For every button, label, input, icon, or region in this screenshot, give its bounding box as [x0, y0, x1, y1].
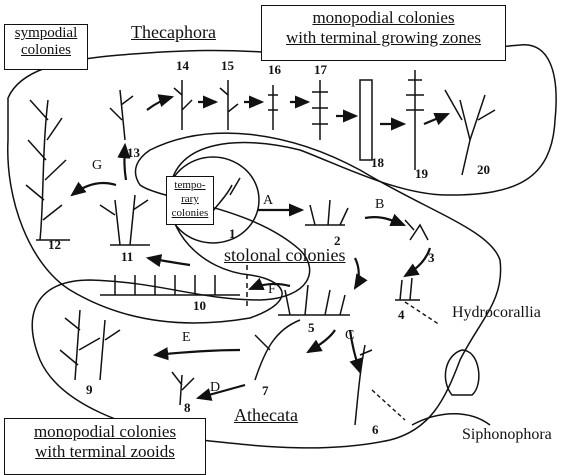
colony-sketch-4 — [395, 278, 420, 300]
transition-letter: B — [375, 197, 384, 213]
dashed-links — [372, 302, 440, 420]
colony-number: 2 — [334, 233, 341, 249]
transition-letter: D — [210, 380, 220, 396]
colony-sketch-15 — [220, 80, 238, 130]
colony-number: 17 — [314, 62, 327, 78]
temporary-line3: colonies — [167, 206, 213, 220]
colony-sketch-19 — [406, 70, 424, 170]
athecata-label: Athecata — [234, 405, 298, 426]
colony-number: 9 — [86, 382, 93, 398]
colony-sketch-6 — [355, 345, 372, 425]
transition-letter: G — [92, 158, 102, 174]
temporary-line2: rary — [167, 192, 213, 206]
colony-number: 10 — [193, 298, 206, 314]
colony-sketch-5 — [278, 285, 350, 315]
transition-letter: A — [263, 193, 273, 209]
temporary-line1: tempo- — [167, 178, 213, 192]
mono-growing-line1: monopodial colonies — [262, 8, 505, 28]
colony-number: 7 — [262, 383, 269, 399]
transition-letter: E — [182, 330, 191, 346]
arrow-19-20 — [424, 114, 448, 124]
sympodial-line1: sympodial — [5, 25, 87, 42]
mono-zooids-line1: monopodial colonies — [5, 422, 205, 442]
colony-number: 6 — [372, 422, 379, 438]
colony-number: 8 — [184, 400, 191, 416]
colony-number: 14 — [176, 58, 189, 74]
athecata-region-outline — [32, 133, 500, 448]
colony-number: 18 — [371, 155, 384, 171]
colony-number: 15 — [221, 58, 234, 74]
arrow-D — [198, 385, 245, 398]
arrow-11-13 — [124, 145, 126, 180]
stolonal-colonies-label: stolonal colonies — [224, 245, 345, 266]
arrow-2-5 — [355, 258, 359, 288]
thecaphora-label: Thecaphora — [131, 22, 216, 43]
colony-number: 11 — [121, 249, 133, 265]
colony-number: 12 — [48, 237, 61, 253]
mono-growing-line2: with terminal growing zones — [262, 28, 505, 48]
colony-sketch-16 — [268, 85, 278, 130]
monopodial-terminal-zooids-box: monopodial colonies with terminal zooids — [4, 418, 206, 475]
sympodial-colonies-box: sympodial colonies — [4, 24, 88, 70]
colony-sketch-12 — [26, 100, 70, 240]
arrow-E — [155, 350, 240, 355]
thecaphora-region-outline — [8, 45, 556, 323]
arrow-G — [72, 183, 116, 195]
monopodial-growing-zones-box: monopodial colonies with terminal growin… — [261, 5, 506, 61]
colony-number: 4 — [398, 307, 405, 323]
colony-number: 13 — [127, 145, 140, 161]
colony-sketch-13 — [110, 90, 133, 140]
colony-sketch-9 — [60, 310, 120, 380]
colony-sketch-10 — [100, 275, 240, 295]
siphonophora-label: Siphonophora — [462, 426, 552, 444]
colony-number: 5 — [308, 320, 315, 336]
colony-sketch-11 — [100, 195, 150, 245]
sympodial-line2: colonies — [5, 42, 87, 59]
transition-letter: C — [345, 328, 354, 344]
colony-number: 19 — [415, 166, 428, 182]
colony-number: 1 — [229, 226, 236, 242]
colony-number: 20 — [477, 162, 490, 178]
mono-zooids-line2: with terminal zooids — [5, 442, 205, 462]
hydrocorallia-label: Hydrocorallia — [452, 304, 541, 322]
colony-number: 16 — [268, 62, 281, 78]
colony-number: 3 — [428, 250, 435, 266]
dashed-link-hydrocorallia — [405, 302, 440, 325]
colony-sketch-7 — [255, 320, 300, 380]
colony-sketch-14 — [174, 80, 192, 130]
arrow-B — [365, 217, 404, 225]
transition-letter: F — [268, 282, 276, 298]
arrow-3-4 — [405, 248, 430, 276]
arrow-13-14 — [147, 97, 172, 110]
colony-sketch-17 — [312, 80, 328, 140]
temporary-colonies-box: tempo- rary colonies — [166, 176, 214, 225]
colony-sketch-2 — [305, 200, 348, 225]
colony-sketch-18 — [360, 80, 372, 160]
colony-sketch-3 — [405, 220, 428, 240]
dashed-link-siphonophora — [372, 390, 405, 420]
arrow-10-11 — [148, 258, 190, 265]
